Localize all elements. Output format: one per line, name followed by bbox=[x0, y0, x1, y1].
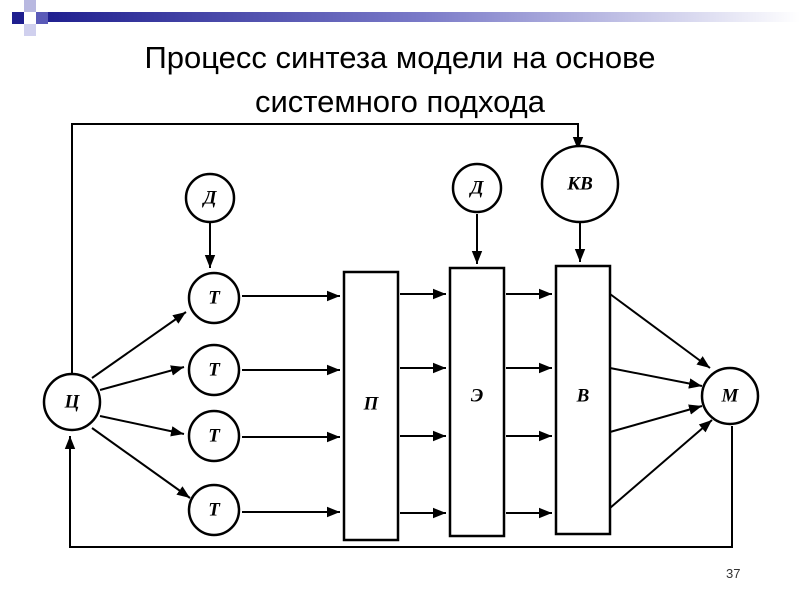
label-t3: Т bbox=[208, 426, 221, 447]
label-t4: Т bbox=[208, 500, 221, 521]
label-t2: Т bbox=[208, 360, 221, 381]
arrow-v-m-4 bbox=[609, 419, 713, 509]
node-kv-circle bbox=[540, 144, 620, 224]
title-line-1: Процесс синтеза модели на основе bbox=[144, 40, 656, 75]
arrow-v-m-1 bbox=[609, 293, 711, 369]
node-e-rect bbox=[448, 266, 506, 538]
deco-square-2 bbox=[24, 0, 36, 12]
arrow-c-t3 bbox=[99, 415, 185, 437]
label-e: Э bbox=[471, 386, 483, 407]
arrow-c-t2 bbox=[99, 365, 185, 391]
node-t2-circle bbox=[187, 343, 241, 397]
deco-square-1 bbox=[12, 12, 24, 24]
label-d1: Д bbox=[202, 188, 218, 209]
node-t4-circle bbox=[187, 483, 241, 537]
page-number: 37 bbox=[726, 566, 741, 581]
label-kv: КВ bbox=[566, 174, 593, 195]
label-d2: Д bbox=[469, 178, 485, 199]
node-d1-circle bbox=[184, 172, 236, 224]
slide-title: Процесс синтеза модели на основе системн… bbox=[40, 36, 760, 124]
node-d2-circle bbox=[451, 162, 503, 214]
header-gradient-bar bbox=[44, 12, 800, 22]
title-line-2: системного подхода bbox=[254, 84, 546, 119]
node-t1-circle bbox=[187, 271, 241, 325]
feedback-line-top bbox=[71, 123, 584, 378]
arrow-c-t1 bbox=[91, 311, 187, 379]
arrow-v-m-2 bbox=[609, 367, 703, 389]
node-p-rect bbox=[342, 270, 400, 542]
node-m-circle bbox=[700, 366, 760, 426]
node-v-rect bbox=[554, 264, 612, 536]
label-t1: Т bbox=[208, 288, 221, 309]
header-decoration bbox=[0, 0, 800, 36]
node-t3-circle bbox=[187, 409, 241, 463]
label-v: В bbox=[576, 386, 590, 407]
label-m: М bbox=[721, 386, 740, 407]
node-c-circle bbox=[42, 372, 102, 432]
arrow-v-m-3 bbox=[609, 404, 703, 433]
deco-square-4 bbox=[24, 24, 36, 36]
label-p: П bbox=[363, 394, 380, 415]
deco-square-3 bbox=[36, 12, 48, 24]
arrow-c-t4 bbox=[91, 427, 191, 499]
feedback-line-bottom bbox=[64, 426, 733, 548]
label-c: Ц bbox=[64, 392, 81, 413]
